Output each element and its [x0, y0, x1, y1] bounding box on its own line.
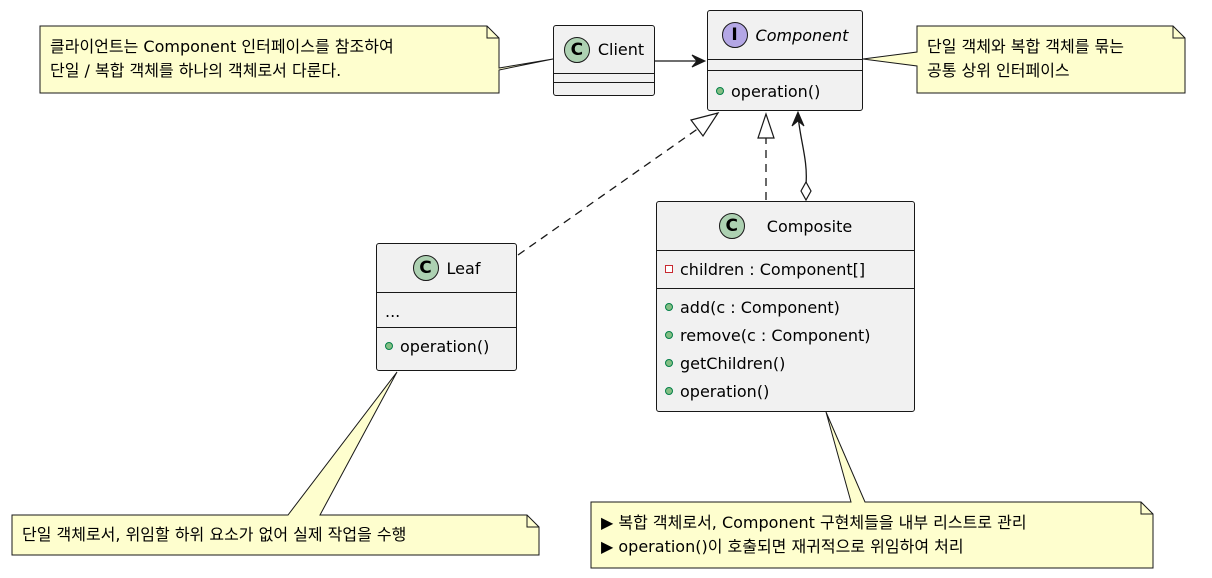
- client-note-text: 클라이언트는 Component 인터페이스를 참조하여 단일 / 복합 객체를…: [50, 35, 394, 83]
- public-method-icon: [385, 342, 393, 350]
- composite-note-line: ▶ operation()이 호출되면 재귀적으로 위임하여 처리: [601, 537, 964, 556]
- client-methods-compartment: [554, 82, 654, 83]
- component-methods-compartment: operation(): [708, 70, 862, 105]
- client-class[interactable]: C Client: [553, 25, 655, 96]
- method-row: getChildren(): [657, 349, 914, 377]
- public-method-icon: [665, 331, 673, 339]
- interface-stereotype-icon: I: [721, 22, 748, 48]
- field-text: children : Component[]: [680, 259, 866, 279]
- composite-note-text: ▶ 복합 객체로서, Component 구현체들을 내부 리스트로 관리 ▶ …: [601, 511, 1027, 559]
- composite-class[interactable]: C Composite children : Component[] add(c…: [656, 201, 915, 412]
- public-method-icon: [665, 303, 673, 311]
- field-text: ...: [385, 301, 401, 321]
- class-stereotype-icon: C: [718, 213, 745, 239]
- leaf-class[interactable]: C Leaf ... operation(): [376, 243, 517, 371]
- method-signature: operation(): [400, 336, 490, 356]
- leaf-realization-line: [517, 122, 707, 256]
- aggregation-arrowhead: [791, 110, 805, 127]
- component-note-shape: [862, 25, 1186, 94]
- field-row: ...: [377, 297, 516, 325]
- method-row: remove(c : Component): [657, 321, 914, 349]
- composite-note-fold: [1140, 502, 1153, 515]
- method-signature: remove(c : Component): [680, 325, 871, 345]
- composite-methods-compartment: add(c : Component) remove(c : Component)…: [657, 288, 914, 405]
- component-note-line: 단일 객체와 복합 객체를 묶는: [927, 37, 1124, 56]
- leaf-note-text: 단일 객체로서, 위임할 하위 요소가 없어 실제 작업을 수행: [22, 523, 406, 547]
- client-note-line: 단일 / 복합 객체를 하나의 객체로서 다룬다.: [50, 61, 342, 80]
- composite-realization-head: [757, 112, 775, 139]
- method-signature: operation(): [731, 81, 821, 101]
- composite-header: C Composite: [657, 202, 914, 250]
- private-field-icon: [665, 265, 673, 273]
- composite-fields-compartment: children : Component[]: [657, 250, 914, 288]
- composite-note-line: ▶ 복합 객체로서, Component 구현체들을 내부 리스트로 관리: [601, 513, 1027, 532]
- method-signature: operation(): [680, 381, 770, 401]
- client-header: C Client: [554, 26, 654, 73]
- class-stereotype-icon: C: [412, 255, 439, 281]
- method-row: operation(): [377, 332, 516, 360]
- association-arrowhead: [691, 54, 707, 68]
- method-row: add(c : Component): [657, 293, 914, 321]
- method-signature: add(c : Component): [680, 297, 840, 317]
- class-name: Composite: [766, 216, 853, 236]
- method-signature: getChildren(): [680, 353, 786, 373]
- interface-name: Component: [755, 25, 849, 45]
- class-stereotype-icon: C: [563, 36, 590, 63]
- composite-aggregation-line: [797, 114, 807, 185]
- class-name: Leaf: [446, 258, 481, 278]
- public-method-icon: [716, 87, 724, 95]
- component-fields-compartment: [708, 59, 862, 70]
- public-method-icon: [665, 359, 673, 367]
- public-method-icon: [665, 387, 673, 395]
- component-note-line: 공통 상위 인터페이스: [927, 61, 1070, 80]
- component-note-text: 단일 객체와 복합 객체를 묶는 공통 상위 인터페이스: [927, 35, 1124, 83]
- client-note-fold: [486, 26, 499, 39]
- leaf-fields-compartment: ...: [377, 292, 516, 327]
- aggregation-diamond: [800, 180, 812, 202]
- client-note-line: 클라이언트는 Component 인터페이스를 참조하여: [50, 37, 394, 56]
- method-row: operation(): [657, 377, 914, 405]
- component-header: I Component: [708, 11, 862, 59]
- leaf-methods-compartment: operation(): [377, 327, 516, 360]
- leaf-realization-head: [689, 112, 720, 138]
- field-row: children : Component[]: [657, 255, 914, 283]
- class-name: Client: [597, 40, 645, 59]
- method-row: operation(): [708, 77, 862, 105]
- component-interface[interactable]: I Component operation(): [707, 10, 863, 111]
- leaf-note-fold: [526, 515, 539, 528]
- client-fields-compartment: [554, 73, 654, 82]
- leaf-note-line: 단일 객체로서, 위임할 하위 요소가 없어 실제 작업을 수행: [22, 525, 407, 544]
- component-note-fold: [1172, 26, 1185, 39]
- leaf-header: C Leaf: [377, 244, 516, 292]
